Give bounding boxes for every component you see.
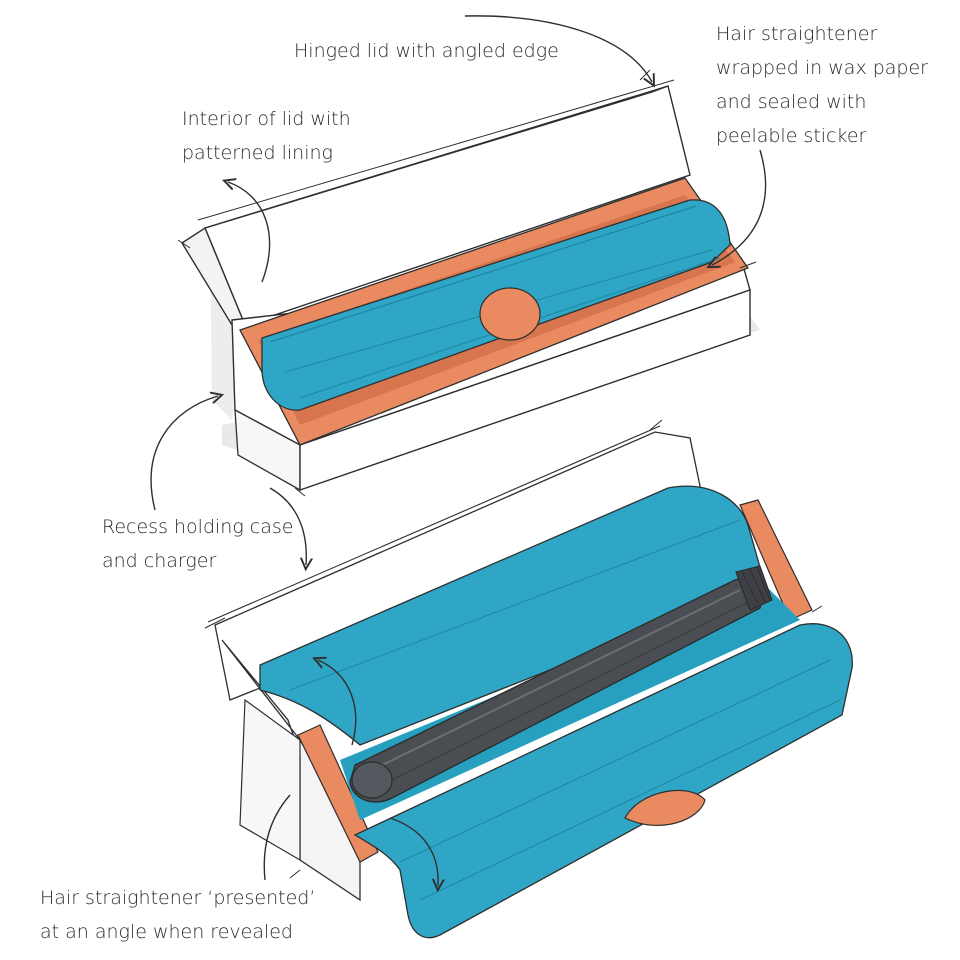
top-box <box>177 69 760 497</box>
arrow-interior <box>228 182 271 283</box>
top-base-bottom <box>299 289 751 491</box>
label-line: Hinged lid with angled edge <box>294 40 559 62</box>
bottom-wrap-front <box>353 623 853 939</box>
label-presented: Hair straightener ‘presented’ at an angl… <box>40 881 315 949</box>
label-line: Hair straightener <box>716 23 878 45</box>
label-line: at an angle when revealed <box>40 921 293 943</box>
bottom-sticker <box>624 789 706 826</box>
label-line: wrapped in wax paper <box>716 57 928 79</box>
label-recess: Recess holding case and charger <box>102 510 293 578</box>
label-wrapped-straightener: Hair straightener wrapped in wax paper a… <box>716 17 928 153</box>
bottom-lining-left <box>297 724 379 863</box>
arrow-recess-down <box>269 487 306 565</box>
arrow-flap-up <box>318 660 357 746</box>
bottom-box <box>204 419 853 939</box>
label-interior-lid: Interior of lid with patterned lining <box>182 102 351 170</box>
bottom-lining-right <box>739 499 813 621</box>
arrow-flap-down <box>389 817 438 886</box>
label-line: Hair straightener ‘presented’ <box>40 887 316 909</box>
hair-straightener <box>349 565 773 803</box>
arrow-recess-up <box>150 396 218 511</box>
label-line: and charger <box>102 550 217 572</box>
label-line: and sealed with <box>716 91 867 113</box>
label-line: Interior of lid with <box>182 108 351 130</box>
label-line: Recess holding case <box>102 516 294 538</box>
arrow-presented <box>263 794 291 881</box>
label-hinged-lid: Hinged lid with angled edge <box>294 34 559 68</box>
arrow-hinged-lid <box>464 15 652 82</box>
annotation-arrows <box>150 15 767 886</box>
arrow-wrapped <box>712 149 767 265</box>
label-line: peelable sticker <box>716 125 867 147</box>
sticker <box>479 287 541 341</box>
label-line: patterned lining <box>182 142 333 164</box>
